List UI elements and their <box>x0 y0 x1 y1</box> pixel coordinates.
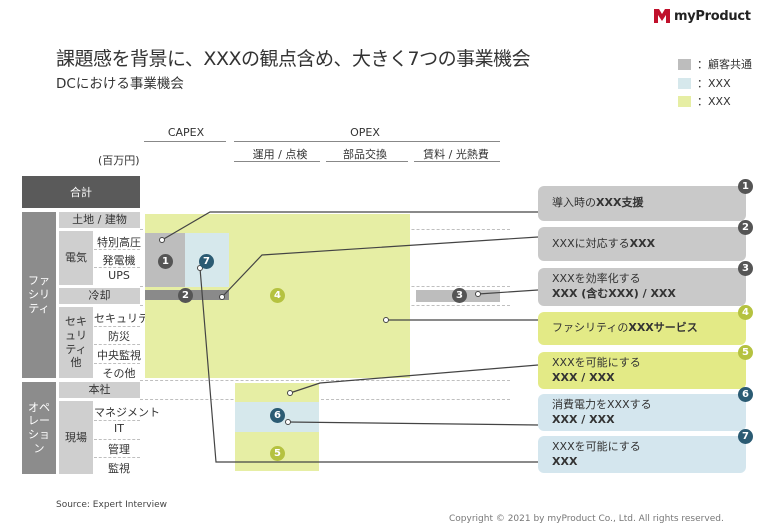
callout-5: XXXを可能にする XXX / XXX 5 <box>538 345 753 389</box>
col-divider-opex <box>234 141 500 142</box>
row-group-security-label: セキュリティ他 <box>65 315 87 370</box>
row-separator <box>94 344 140 345</box>
legend-label: ：顧客共通 <box>697 58 752 71</box>
callout-1: 導入時のXXX支援 1 <box>538 179 753 221</box>
row-group-genba: 現場 <box>59 401 93 474</box>
marker-1: 1 <box>158 254 173 269</box>
row-honsha: 本社 <box>59 382 140 398</box>
callout-4: ファシリティのXXXサービス 4 <box>538 305 753 345</box>
legend-item-blue: ：XXX <box>678 75 731 91</box>
row-it: IT <box>114 422 124 435</box>
page-subtitle: DCにおける事業機会 <box>56 76 184 92</box>
row-separator <box>94 420 140 421</box>
callout-7-line1: XXXを可能にする <box>552 439 641 453</box>
row-hatsudenki: 発電機 <box>102 254 136 267</box>
callout-2-badge: 2 <box>738 220 753 235</box>
row-kanshi: 監視 <box>108 462 130 475</box>
marker-5: 5 <box>270 446 285 461</box>
row-security: セキュリティ <box>94 312 160 325</box>
col-header-opex: OPEX <box>350 126 380 139</box>
legend-label: ：XXX <box>697 95 731 108</box>
callout-4-text: ファシリティのXXXサービス <box>552 321 698 335</box>
row-separator <box>94 249 140 250</box>
row-separator <box>140 399 510 400</box>
col-header-parts: 部品交換 <box>343 148 387 161</box>
marker-2: 2 <box>178 288 193 303</box>
callout-7-badge: 7 <box>738 429 753 444</box>
marker-3: 3 <box>452 288 467 303</box>
marker-7: 7 <box>199 254 214 269</box>
legend-swatch <box>678 77 691 89</box>
callout-7-line2: XXX <box>552 454 578 468</box>
callout-5-line2: XXX / XXX <box>552 370 615 384</box>
row-group-operation-label: オペレーション <box>28 400 50 455</box>
col-divider-sub3 <box>414 161 500 162</box>
row-separator <box>140 380 510 381</box>
col-header-capex: CAPEX <box>167 126 205 139</box>
row-sonota: その他 <box>102 367 136 380</box>
marker-4: 4 <box>270 288 285 303</box>
row-tokubetsu-koatsu: 特別高圧 <box>97 236 141 249</box>
legend-swatch <box>678 95 691 107</box>
callout-1-badge: 1 <box>738 179 753 194</box>
col-header-operation: 運用 / 点検 <box>252 148 308 161</box>
col-header-rent: 賃料 / 光熱費 <box>423 148 489 161</box>
row-total: 合計 <box>22 176 140 208</box>
unit-label: (百万円) <box>98 154 140 167</box>
row-reikyaku: 冷却 <box>59 288 140 304</box>
col-divider-sub2 <box>326 161 408 162</box>
brand-logo: myProduct <box>654 6 764 26</box>
col-divider-capex <box>144 141 226 142</box>
copyright: Copyright © 2021 by myProduct Co., Ltd. … <box>449 514 724 524</box>
row-group-security: セキュリティ他 <box>59 307 93 378</box>
legend-swatch <box>678 58 691 70</box>
callout-5-badge: 5 <box>738 345 753 360</box>
callout-6-line1: 消費電力をXXXする <box>552 397 652 411</box>
row-management: マネジメント <box>94 406 160 419</box>
row-separator <box>94 267 140 268</box>
callout-5-line1: XXXを可能にする <box>552 355 641 369</box>
callout-4-badge: 4 <box>738 305 753 320</box>
col-divider-sub1 <box>234 161 320 162</box>
logo-mark-icon <box>654 9 670 23</box>
page-title: 課題感を背景に、XXXの観点含め、大きく7つの事業機会 <box>56 48 531 70</box>
row-group-facility-label: ファシリティ <box>28 274 50 315</box>
callout-6: 消費電力をXXXする XXX / XXX 6 <box>538 387 753 431</box>
source-note: Source: Expert Interview <box>56 500 168 510</box>
row-land-building: 土地 / 建物 <box>59 212 140 228</box>
callout-2-text: XXXに対応するXXX <box>552 236 656 250</box>
row-chuo-kanshi: 中央監視 <box>97 349 141 362</box>
row-separator <box>94 326 140 327</box>
legend-item-common: ：顧客共通 <box>678 56 752 72</box>
row-kanri: 管理 <box>108 443 130 456</box>
row-group-denki: 電気 <box>59 231 93 285</box>
callout-3-line1: XXXを効率化する <box>552 272 641 286</box>
legend-item-yellow: ：XXX <box>678 93 731 109</box>
callout-3-badge: 3 <box>738 261 753 276</box>
callout-6-line2: XXX / XXX <box>552 412 615 426</box>
row-separator <box>94 457 140 458</box>
row-group-operation: オペレーション <box>22 382 56 474</box>
legend-label: ：XXX <box>697 77 731 90</box>
row-bosai: 防災 <box>108 330 130 343</box>
callout-7: XXXを可能にする XXX 7 <box>538 429 753 473</box>
callout-6-badge: 6 <box>738 387 753 402</box>
row-separator <box>94 363 140 364</box>
row-ups: UPS <box>108 269 130 282</box>
row-group-facility: ファシリティ <box>22 212 56 378</box>
callout-2: XXXに対応するXXX 2 <box>538 220 753 261</box>
row-separator <box>94 439 140 440</box>
marker-6: 6 <box>270 408 285 423</box>
logo-text: myProduct <box>674 8 751 24</box>
callout-1-text: 導入時のXXX支援 <box>552 196 644 210</box>
callout-3: XXXを効率化する XXX (含むXXX) / XXX 3 <box>538 261 753 306</box>
callout-3-line2: XXX (含むXXX) / XXX <box>552 287 676 300</box>
